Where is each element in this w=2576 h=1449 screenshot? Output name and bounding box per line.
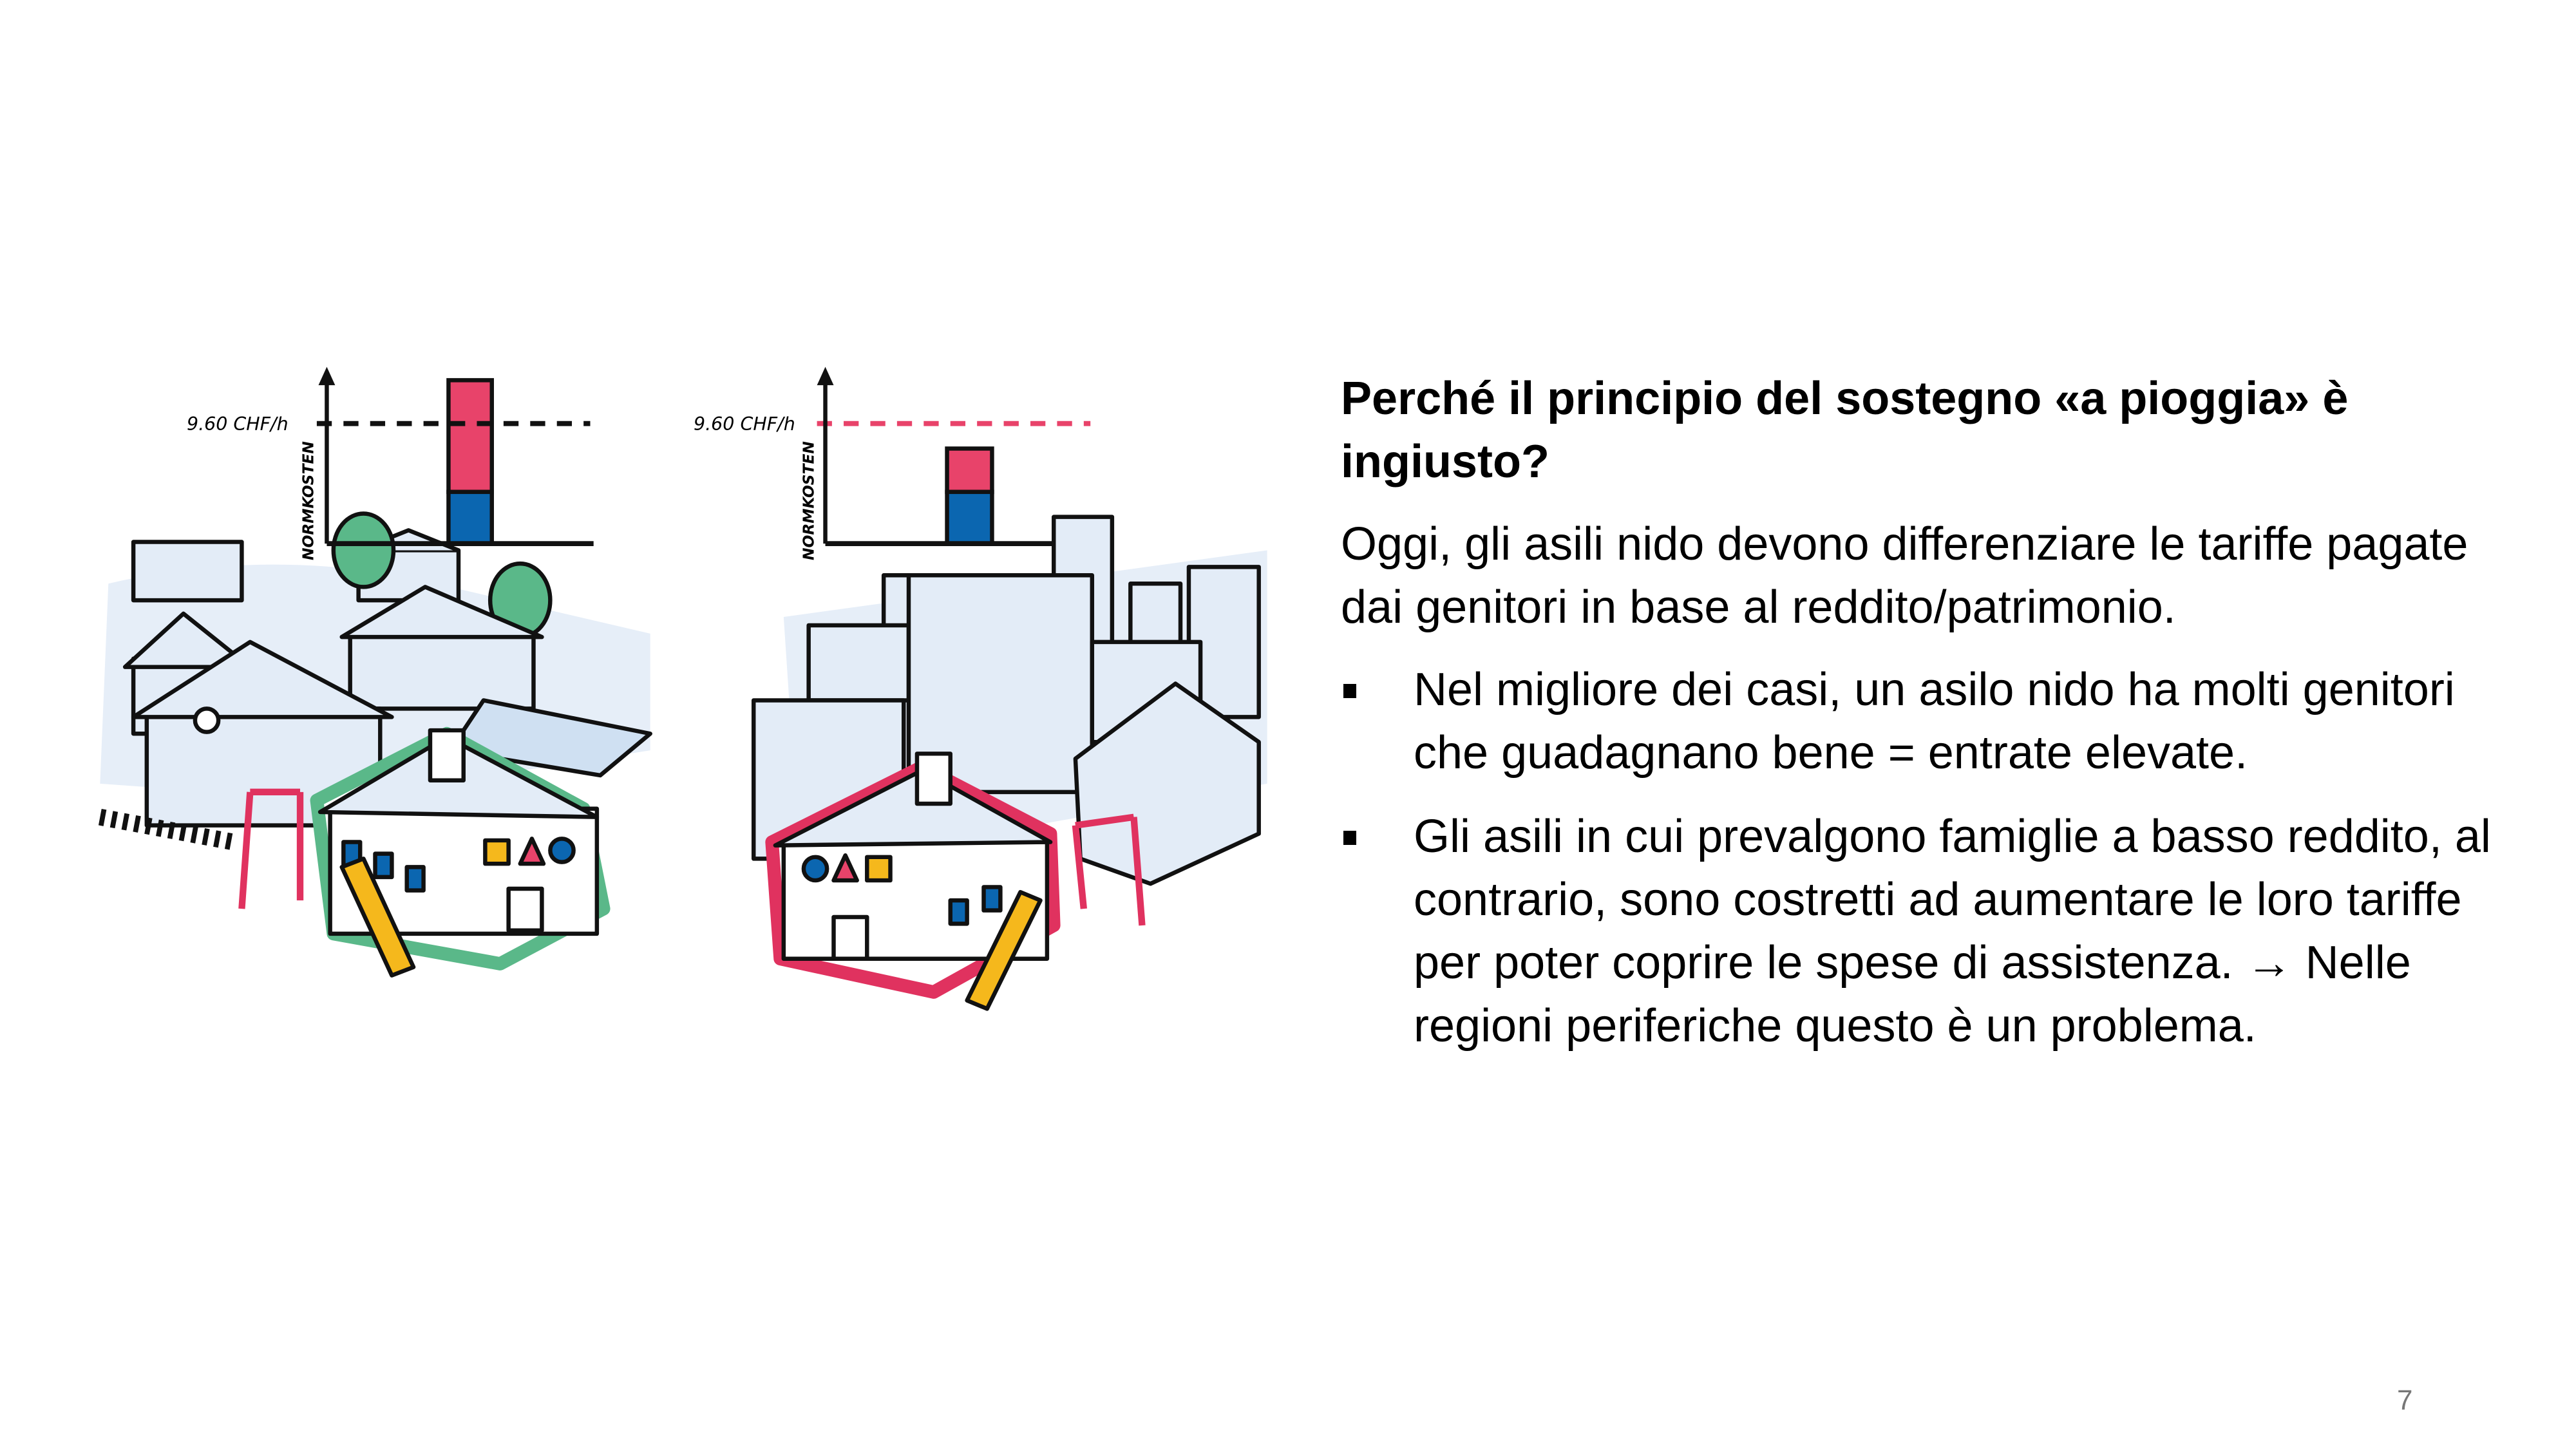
axis-label: NORMKOSTEN (300, 441, 317, 560)
bar-red-segment (945, 446, 994, 495)
bar-blue-segment (945, 489, 994, 546)
bar-blue-segment (446, 489, 494, 546)
slide-text: Perché il principio del sostegno «a piog… (1341, 367, 2500, 1078)
intro-paragraph: Oggi, gli asili nido devono differenziar… (1341, 518, 2468, 633)
axis-label: NORMKOSTEN (800, 441, 817, 560)
slide-title: Perché il principio del sostegno «a piog… (1341, 373, 2349, 488)
suburb-illustration (98, 511, 652, 978)
left-cost-chart: 9.60 CHF/h NORMKOSTEN (187, 366, 594, 560)
rate-label: 9.60 CHF/h (694, 413, 795, 435)
bullet-list: Nel migliore dei casi, un asilo nido ha … (1341, 658, 2500, 1057)
bullet-text: Nel migliore dei casi, un asilo nido ha … (1414, 664, 2455, 779)
bullet-item: Gli asili in cui prevalgono famiglie a b… (1341, 805, 2500, 1057)
right-cost-chart: 9.60 CHF/h NORMKOSTEN (694, 366, 1091, 560)
bullet-square-icon (1343, 831, 1356, 845)
city-illustration (751, 515, 1267, 1011)
rate-label: 9.60 CHF/h (187, 413, 289, 435)
bullet-text: Gli asili in cui prevalgono famiglie a b… (1414, 811, 2491, 1052)
bullet-item: Nel migliore dei casi, un asilo nido ha … (1341, 658, 2500, 784)
bullet-square-icon (1343, 684, 1356, 698)
bar-red-segment (446, 378, 494, 495)
page-number: 7 (2397, 1385, 2413, 1416)
